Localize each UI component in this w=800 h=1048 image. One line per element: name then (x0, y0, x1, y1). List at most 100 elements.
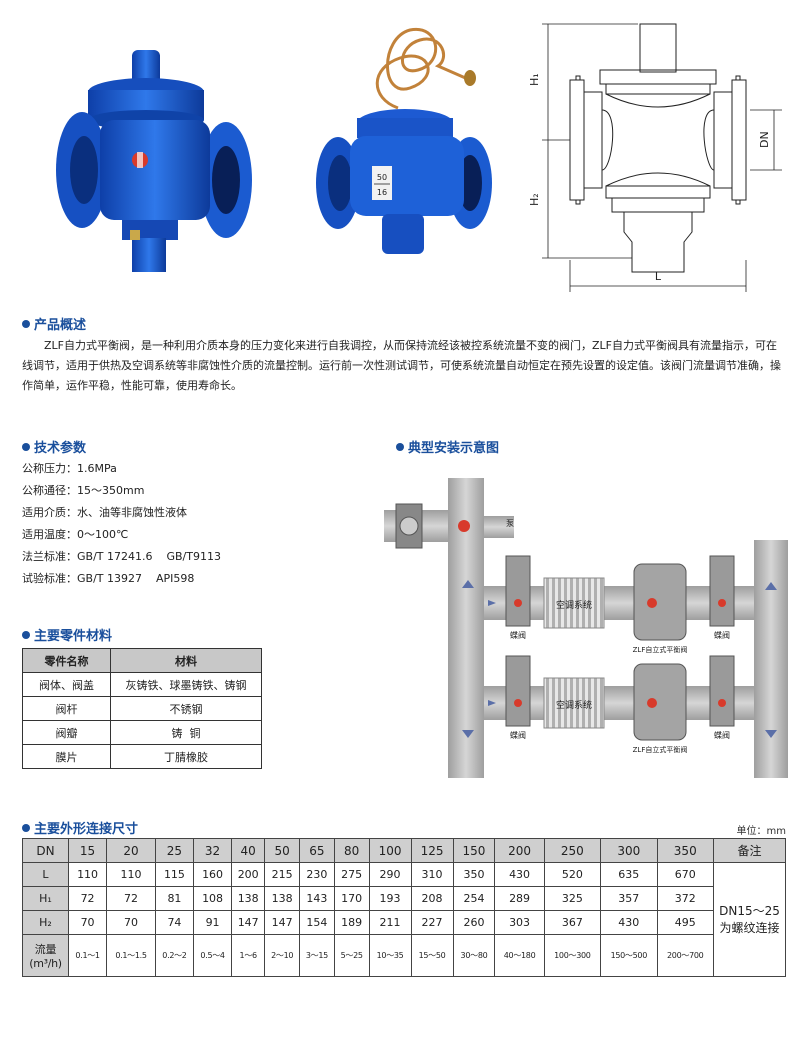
cell: 阀瓣 (22, 720, 111, 745)
install-diagram: 泵 空调系统 空调系统 蝶阀 蝶阀 蝶阀 蝶阀 ZLF自立式平衡阀 ZLF自立式… (384, 478, 788, 778)
cell: 115 (154, 862, 195, 887)
param-value: 15～350mm (77, 484, 145, 497)
header-cell: 125 (410, 838, 454, 863)
cell: 160 (192, 862, 233, 887)
cell: 211 (368, 910, 412, 935)
cell: 丁腈橡胶 (110, 744, 262, 769)
cell: 215 (264, 862, 301, 887)
cell: 367 (543, 910, 602, 935)
cell: 0.1～1 (67, 934, 108, 977)
cell: 303 (494, 910, 545, 935)
header-cell: 80 (333, 838, 370, 863)
header-cell: 32 (192, 838, 233, 863)
unit-label: 单位：mm (736, 826, 786, 837)
table-header-row: 零件名称 材料 (22, 648, 262, 673)
table-row: 流量(m³/h) 0.1～1 0.1～1.5 0.2～2 0.5～4 1～6 2… (22, 934, 786, 977)
cell: 74 (154, 910, 195, 935)
cell: 193 (368, 886, 412, 911)
param-value: GB/T 13927 API598 (77, 572, 195, 585)
param-row: 法兰标准：GB/T 17241.6 GB/T9113 (22, 546, 342, 568)
cell: 189 (333, 910, 370, 935)
header-cell: 15 (67, 838, 108, 863)
cell: 495 (656, 910, 714, 935)
pump-label: 泵 (506, 519, 514, 528)
dimensions-heading: 主要外形连接尺寸 (22, 818, 138, 837)
param-label: 试验标准： (22, 572, 77, 585)
cell: 110 (67, 862, 108, 887)
cell: 208 (410, 886, 454, 911)
cell: 膜片 (22, 744, 111, 769)
butterfly-label-2: 蝶阀 (714, 630, 730, 640)
cell: 5～25 (333, 934, 370, 977)
cell: 72 (67, 886, 108, 911)
cell: 30～80 (452, 934, 496, 977)
header-cell: 材料 (110, 648, 262, 673)
header-cell: 250 (543, 838, 602, 863)
table-row: L 110 110 115 160 200 215 230 275 290 31… (22, 862, 786, 977)
ac-label-1: 空调系统 (556, 599, 592, 611)
cell: 72 (106, 886, 156, 911)
cell: 1～6 (231, 934, 266, 977)
cell: 200 (231, 862, 266, 887)
cell: 阀体、阀盖 (22, 672, 111, 697)
param-row: 公称压力：1.6MPa (22, 458, 342, 480)
install-heading: 典型安装示意图 (396, 437, 499, 456)
cell: 325 (543, 886, 602, 911)
bullet-icon (22, 319, 30, 328)
materials-heading: 主要零件材料 (22, 625, 112, 644)
note-cell: DN15～25为螺纹连接 (713, 862, 786, 977)
zlf-label-2: ZLF自立式平衡阀 (633, 745, 688, 754)
cell: 3～15 (299, 934, 335, 977)
zlf-label-1: ZLF自立式平衡阀 (633, 645, 688, 654)
cell: 520 (543, 862, 602, 887)
cell: 81 (154, 886, 195, 911)
cell: 0.1～1.5 (106, 934, 156, 977)
header-cell: 350 (656, 838, 714, 863)
params-title: 技术参数 (34, 441, 87, 456)
header-cell: 零件名称 (22, 648, 111, 673)
param-label: 法兰标准： (22, 550, 77, 563)
overview-title: 产品概述 (34, 318, 87, 333)
cell: 635 (600, 862, 658, 887)
cell: 70 (106, 910, 156, 935)
cell: 143 (299, 886, 335, 911)
valve-label-top: 50 (377, 173, 387, 182)
header-cell: 40 (231, 838, 266, 863)
table-row: 阀瓣铸 铜 (22, 720, 262, 745)
butterfly-label-3: 蝶阀 (510, 730, 526, 740)
cell: 372 (656, 886, 714, 911)
label-h2: H₂ (528, 193, 541, 206)
header-cell: 200 (494, 838, 545, 863)
bullet-icon (22, 630, 30, 639)
param-label: 公称压力： (22, 462, 77, 475)
header-cell: 300 (600, 838, 658, 863)
cell: 138 (231, 886, 266, 911)
cell: 260 (452, 910, 496, 935)
table-row: H₂ 70 70 74 91 147 147 154 189 211 227 2… (22, 910, 786, 935)
header-cell: 备注 (713, 838, 786, 863)
materials-title: 主要零件材料 (34, 629, 113, 644)
cell: 254 (452, 886, 496, 911)
cell: 200～700 (656, 934, 714, 977)
table-header-row: DN 15 20 25 32 40 50 65 80 100 125 150 2… (22, 838, 786, 863)
param-label: 适用介质： (22, 506, 77, 519)
param-value: 水、油等非腐蚀性液体 (77, 506, 187, 519)
dimensions-title: 主要外形连接尺寸 (34, 822, 139, 837)
cell: 289 (494, 886, 545, 911)
header-cell: 65 (299, 838, 335, 863)
bullet-icon (396, 442, 404, 451)
cell: 阀杆 (22, 696, 111, 721)
cell: 91 (192, 910, 233, 935)
header-cell: 100 (368, 838, 412, 863)
cell: 10～35 (368, 934, 412, 977)
cell: 70 (67, 910, 108, 935)
cell: 100～300 (543, 934, 602, 977)
cell: 110 (106, 862, 156, 887)
valve-label-bottom: 16 (377, 188, 387, 197)
cell: 铸 铜 (110, 720, 262, 745)
cell: 170 (333, 886, 370, 911)
header-cell: 25 (154, 838, 195, 863)
valve-photo-right: 50 16 (316, 27, 492, 254)
install-title: 典型安装示意图 (408, 441, 500, 456)
param-value: GB/T 17241.6 GB/T9113 (77, 550, 221, 563)
